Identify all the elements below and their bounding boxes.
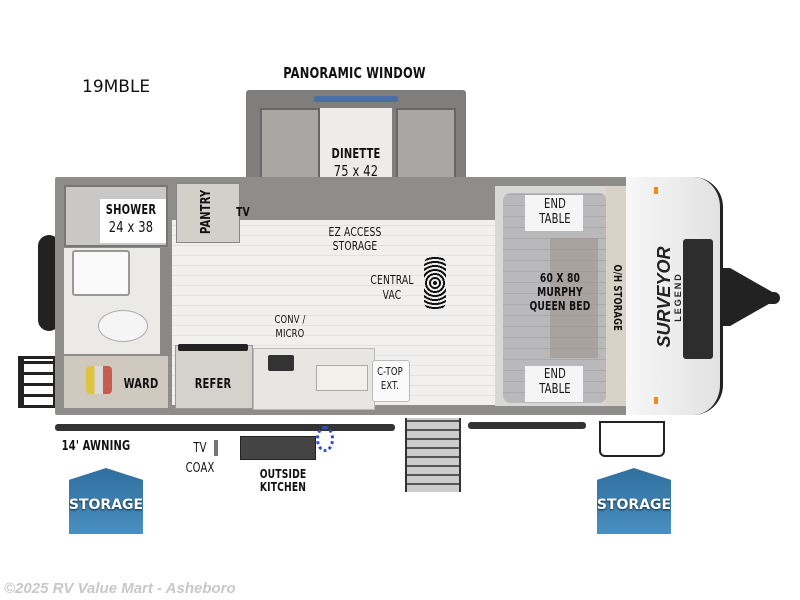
end-table-bottom-label-1: END <box>544 367 566 382</box>
end-table-top-label-2: TABLE <box>539 212 571 227</box>
tv-label: TV <box>236 205 250 219</box>
shower-pan <box>100 199 166 243</box>
shower-size-label: 24 x 38 <box>108 218 154 236</box>
front-storage-compartment <box>599 421 665 457</box>
marker-light-top <box>654 187 658 194</box>
tv-coax-jack <box>214 440 218 456</box>
kitchen-sink <box>316 365 368 391</box>
tv-coax-label-2: COAX <box>185 461 215 476</box>
bed-mattress <box>550 238 598 358</box>
entry-steps <box>405 418 461 492</box>
ctop-label: C-TOP <box>377 365 403 378</box>
awning-label: 14' AWNING <box>61 439 131 454</box>
oh-storage-label: O/H STORAGE <box>610 264 624 332</box>
brand-logo: SURVEYOR LEGEND <box>654 227 685 367</box>
marker-light-bottom <box>654 397 658 404</box>
footprint-icon <box>424 255 446 311</box>
end-table-top-label-1: END <box>544 197 566 212</box>
hose-icon <box>316 426 334 452</box>
hitch-coupler <box>764 292 780 304</box>
conv-label: CONV / <box>274 313 306 326</box>
end-table-top <box>525 195 583 231</box>
outside-kitchen <box>240 436 316 460</box>
shower <box>64 185 168 247</box>
ctop-extension[interactable] <box>372 360 410 402</box>
vac-label: VAC <box>382 288 402 302</box>
storage-badge-left: STORAGE <box>69 468 143 534</box>
shower-label: SHOWER <box>105 203 157 218</box>
micro-label: MICRO <box>275 327 305 340</box>
brand-sub: LEGEND <box>673 272 683 322</box>
front-cap <box>626 177 723 415</box>
ext-label: EXT. <box>380 379 400 392</box>
watermark: ©2025 RV Value Mart - Asheboro <box>4 580 236 597</box>
end-table-bottom <box>525 366 583 402</box>
pantry <box>176 183 240 243</box>
end-table-bottom-label-2: TABLE <box>539 382 571 397</box>
outside-kitchen-label: OUTSIDE KITCHEN <box>259 467 307 494</box>
storage-badge-right: STORAGE <box>597 468 671 534</box>
toilet <box>98 310 148 342</box>
panoramic-window-label: PANORAMIC WINDOW <box>283 64 426 82</box>
panoramic-window <box>314 96 398 102</box>
dinette-size-label: 75 x 42 <box>333 162 379 180</box>
refer-label: REFER <box>194 377 232 392</box>
tv-coax-label-1: TV <box>193 441 207 456</box>
ward-label: WARD <box>123 377 159 392</box>
sink <box>72 250 130 296</box>
ez-access-label: EZ ACCESS <box>328 225 382 239</box>
awning <box>55 424 395 431</box>
central-label: CENTRAL <box>370 273 414 287</box>
rear-bumper <box>18 356 56 408</box>
bathroom-wall <box>160 248 172 356</box>
bed-murphy-label: MURPHY <box>537 285 583 299</box>
cooktop <box>268 355 294 371</box>
front-window <box>683 239 713 359</box>
bed-queen-label: QUEEN BED <box>529 299 591 313</box>
refrigerator <box>175 345 253 409</box>
refrigerator-top <box>178 344 248 351</box>
model-name: 19MBLE <box>82 77 151 97</box>
spare-tire <box>38 235 60 331</box>
oh-storage <box>606 186 626 406</box>
pantry-label: PANTRY <box>199 189 215 234</box>
dinette-label: DINETTE <box>331 147 381 162</box>
storage-under-label: STORAGE <box>332 239 378 253</box>
clothes-icon <box>86 366 112 394</box>
bed-size-label: 60 X 80 <box>539 271 581 285</box>
awning-front <box>468 422 586 429</box>
wardrobe <box>64 356 168 408</box>
brand-name: SURVEYOR <box>654 246 674 348</box>
